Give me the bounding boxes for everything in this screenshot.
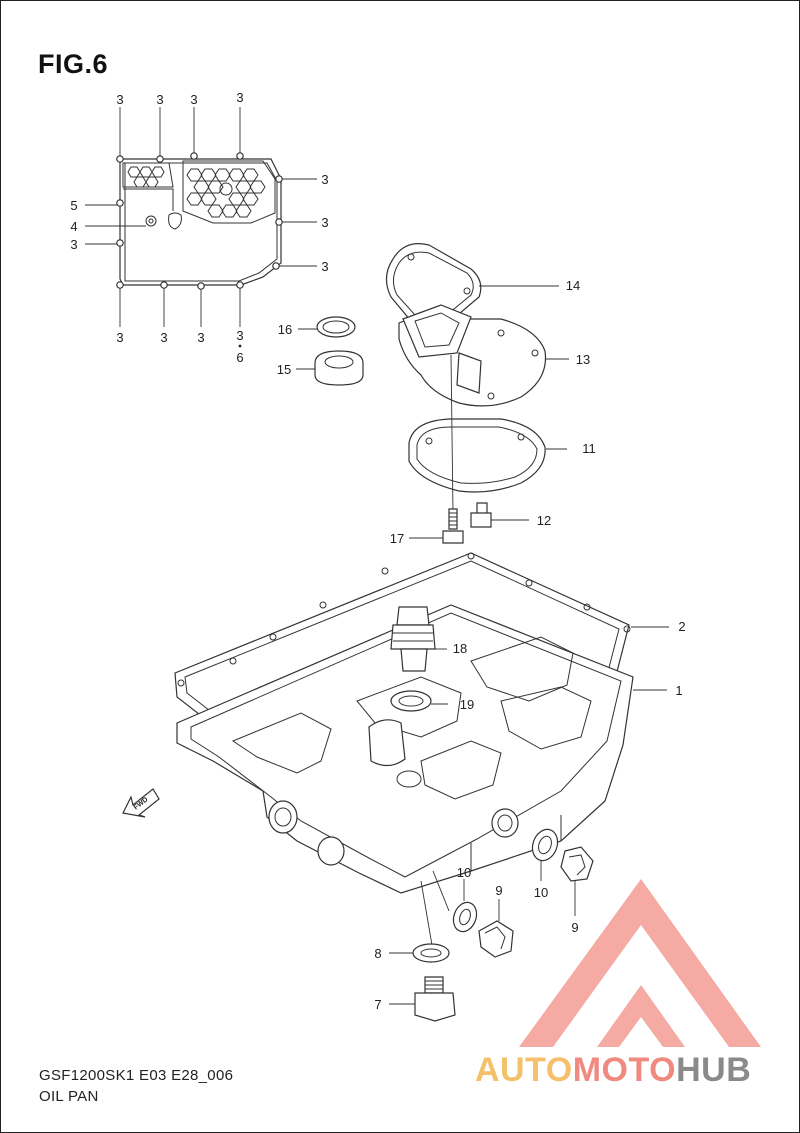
callout-bolt-right-2: 3 (321, 215, 328, 230)
callout-part-9-center: 9 (495, 883, 502, 898)
watermark-wordmark: AUTOMOTOHUB (475, 1051, 751, 1090)
callout-bolt-bottom-3: 3 (197, 330, 204, 345)
callout-part-18: 18 (453, 641, 467, 656)
callout-bolt-top-4: 3 (236, 90, 243, 105)
fwd-arrow (122, 788, 160, 818)
part-7-drain-plug (389, 976, 456, 1022)
part-10-gasket-right (531, 828, 559, 881)
part-1-oil-pan (176, 604, 667, 894)
watermark-part2: MOTO (572, 1051, 677, 1089)
part-16-o-ring (298, 316, 356, 338)
callout-part-19: 19 (460, 697, 474, 712)
part-19-gasket (390, 690, 448, 712)
callout-bolt-bottom-2: 3 (160, 330, 167, 345)
callout-bolt-top-3: 3 (190, 92, 197, 107)
callout-part-11: 11 (582, 441, 596, 456)
callout-part-4: 4 (70, 219, 77, 234)
part-14-strainer-gasket (385, 243, 559, 328)
callout-part-15: 15 (277, 362, 291, 377)
part-10-gasket-center (452, 879, 478, 933)
bolt-holes (116, 152, 283, 290)
part-17-bolt (409, 508, 464, 544)
watermark-part1: AUTO (475, 1051, 573, 1089)
part-8-drain-washer (389, 943, 450, 963)
callout-part-9-right: 9 (571, 920, 578, 935)
diagram-name: OIL PAN (39, 1088, 99, 1105)
bolt-pattern-inset (85, 107, 317, 348)
callout-bolt-top-2: 3 (156, 92, 163, 107)
callout-bolt-right-1: 3 (321, 172, 328, 187)
part-9-drain-plug-right (560, 846, 594, 916)
callout-part-14: 14 (566, 278, 580, 293)
honeycomb-large (182, 160, 276, 224)
part-15-seal (296, 350, 364, 386)
callout-bolt-bottom-4: 3 (236, 328, 243, 343)
part-18-oil-pressure-switch (390, 606, 447, 672)
callout-part-2: 2 (678, 619, 685, 634)
callout-bolt-bottom-1: 3 (116, 330, 123, 345)
callout-bolt-left: 3 (70, 237, 77, 252)
diagram-code: GSF1200SK1 E03 E28_006 (39, 1067, 234, 1084)
honeycomb-small (122, 162, 174, 188)
callout-part-10-right: 10 (534, 885, 548, 900)
callout-part-16: 16 (278, 322, 292, 337)
callout-part-17: 17 (390, 531, 404, 546)
callout-bolt-top-1: 3 (116, 92, 123, 107)
part-13-oil-strainer (398, 304, 569, 407)
part-11-strainer-cover-gasket (408, 418, 567, 493)
callout-part-7: 7 (374, 997, 381, 1012)
callout-part-13: 13 (576, 352, 590, 367)
figure-title: FIG.6 (38, 49, 109, 79)
watermark-logo (519, 879, 761, 1047)
callout-part-8: 8 (374, 946, 381, 961)
watermark-part3: HUB (676, 1051, 752, 1089)
callout-part-1: 1 (675, 683, 682, 698)
callout-part-5: 5 (70, 198, 77, 213)
callout-part-10-center: 10 (457, 865, 471, 880)
part-9-drain-plug-center (478, 899, 514, 958)
part-12-bolt (470, 502, 529, 528)
callout-bolt-right-3: 3 (321, 259, 328, 274)
callout-part-6: 6 (236, 350, 243, 365)
callout-part-12: 12 (537, 513, 551, 528)
